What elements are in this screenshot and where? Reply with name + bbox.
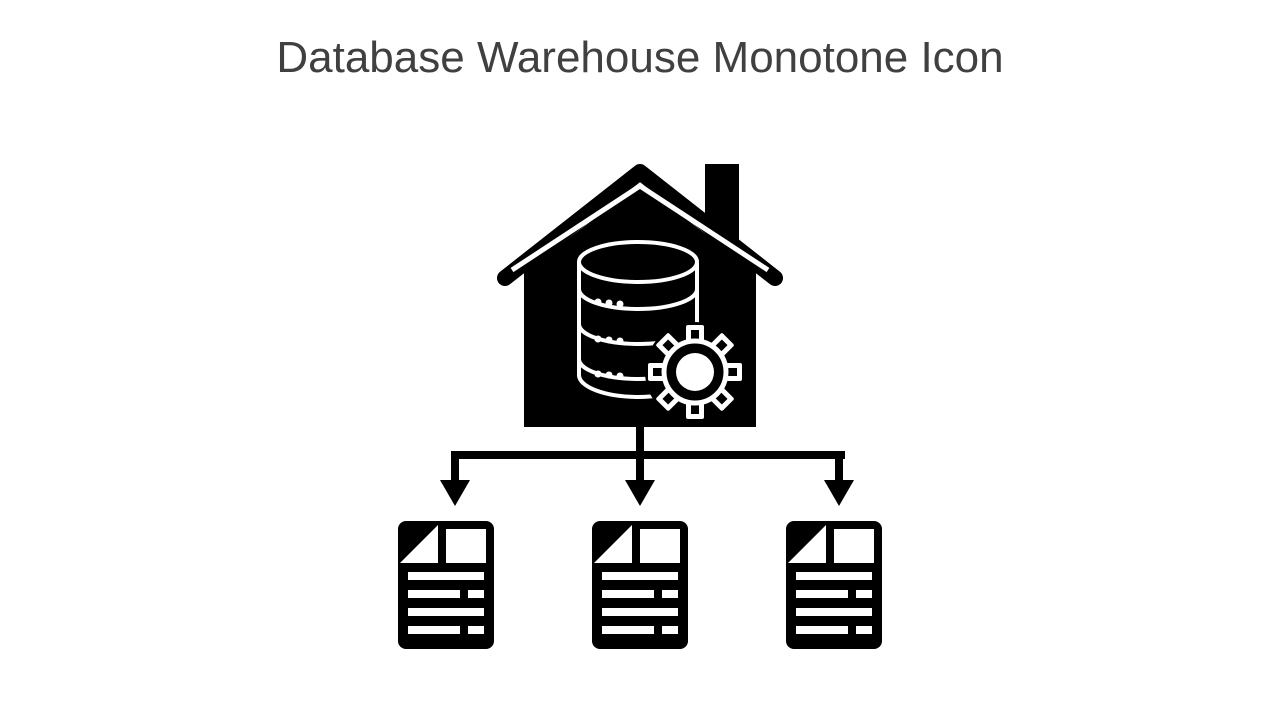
connector-tree bbox=[440, 426, 854, 506]
connector-left bbox=[451, 451, 459, 486]
arrow-down-icon bbox=[625, 480, 655, 506]
arrow-down-icon bbox=[440, 480, 470, 506]
document-icon bbox=[592, 521, 688, 649]
document-icon bbox=[398, 521, 494, 649]
arrow-down-icon bbox=[824, 480, 854, 506]
slide-title: Database Warehouse Monotone Icon bbox=[276, 33, 1004, 82]
gear-icon bbox=[645, 322, 745, 422]
document-icon bbox=[786, 521, 882, 649]
gear-tooth-inner bbox=[691, 400, 699, 414]
gear-tooth-inner bbox=[691, 330, 699, 344]
gear-hub bbox=[676, 353, 714, 391]
roof-gap bbox=[510, 183, 770, 273]
database-dots bbox=[594, 298, 624, 380]
database-top bbox=[577, 240, 699, 284]
connector-branch bbox=[451, 451, 845, 459]
database-band-1 bbox=[577, 288, 699, 311]
connector-right bbox=[835, 451, 843, 486]
